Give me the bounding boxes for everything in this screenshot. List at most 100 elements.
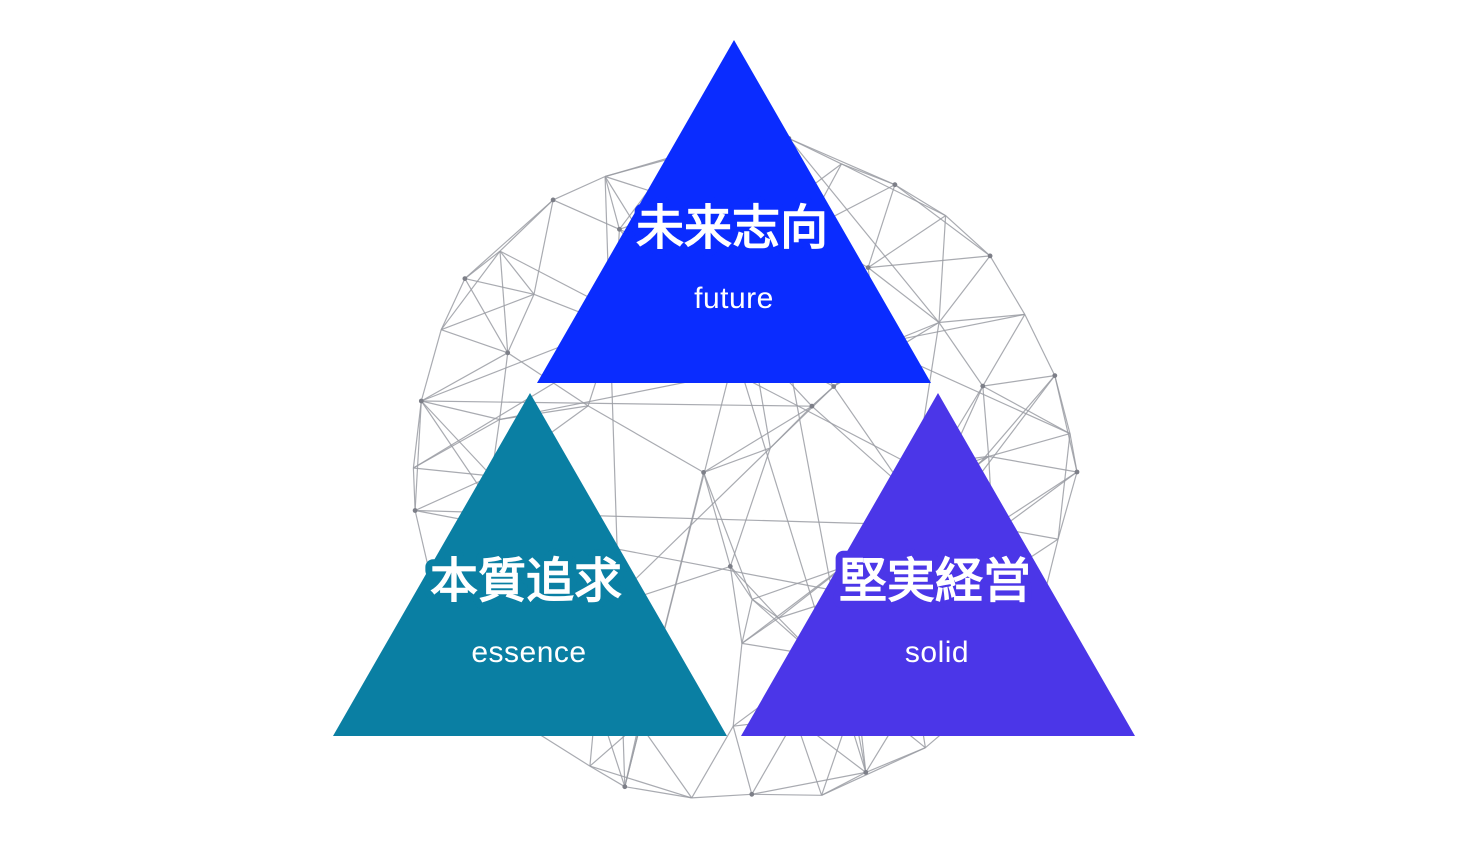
mesh-edge bbox=[982, 385, 1071, 435]
mesh-edge bbox=[894, 184, 991, 257]
mesh-node bbox=[809, 403, 815, 409]
pillar-essence: 本質追求 essence bbox=[333, 393, 727, 736]
mesh-node bbox=[418, 398, 424, 404]
mesh-edge bbox=[412, 400, 422, 469]
mesh-node bbox=[617, 226, 622, 232]
mesh-edge bbox=[867, 215, 946, 269]
mesh-node bbox=[980, 383, 986, 389]
mesh-edge bbox=[499, 199, 554, 252]
pillar-solid-jp-label: 堅実経営 bbox=[839, 553, 1031, 609]
mesh-edge bbox=[589, 765, 626, 788]
mesh-edge bbox=[703, 405, 813, 473]
mesh-node bbox=[505, 350, 511, 356]
mesh-edge bbox=[982, 314, 1026, 387]
mesh-edge bbox=[732, 726, 753, 795]
triangle-solid bbox=[741, 393, 1135, 736]
mesh-edge bbox=[464, 278, 509, 354]
mesh-edge bbox=[778, 566, 844, 619]
pillar-essence-jp-label: 本質追求 bbox=[430, 553, 622, 609]
mesh-edge bbox=[499, 251, 509, 353]
mesh-edge bbox=[988, 433, 1071, 457]
mesh-edge bbox=[751, 771, 866, 795]
mesh-edge bbox=[533, 199, 554, 295]
mesh-node bbox=[1074, 469, 1080, 475]
mesh-edge bbox=[703, 472, 753, 600]
mesh-edge bbox=[414, 400, 422, 511]
mesh-node bbox=[892, 182, 898, 188]
mesh-node bbox=[749, 791, 755, 797]
mesh-edge bbox=[1024, 314, 1056, 376]
mesh-edge bbox=[867, 184, 896, 268]
mesh-node bbox=[831, 384, 837, 389]
triangle-essence bbox=[333, 393, 727, 736]
mesh-edge bbox=[589, 765, 692, 799]
mesh-edge bbox=[729, 447, 771, 567]
mesh-edge bbox=[945, 215, 991, 257]
mesh-edge bbox=[989, 255, 1026, 315]
mesh-node bbox=[550, 197, 556, 203]
mesh-edge bbox=[741, 599, 753, 644]
mesh-edge bbox=[732, 643, 743, 727]
mesh-edge bbox=[841, 163, 896, 186]
mesh-edge bbox=[413, 467, 492, 477]
mesh-edge bbox=[841, 163, 946, 217]
mesh-edge bbox=[788, 137, 896, 186]
mesh-edge bbox=[440, 250, 501, 331]
mesh-edge bbox=[821, 771, 867, 796]
mesh-edge bbox=[587, 405, 704, 473]
mesh-node bbox=[1052, 373, 1058, 378]
mesh-edge bbox=[421, 400, 500, 421]
mesh-edge bbox=[988, 455, 1078, 473]
mesh-edge bbox=[751, 793, 822, 796]
mesh-node bbox=[987, 253, 993, 259]
mesh-node bbox=[863, 770, 869, 775]
mesh-node bbox=[412, 508, 418, 513]
mesh-edge bbox=[420, 400, 492, 477]
mesh-edge bbox=[769, 386, 835, 449]
mesh-edge bbox=[420, 329, 442, 402]
mesh-edge bbox=[499, 250, 535, 295]
mesh-node bbox=[727, 564, 733, 569]
mesh-edge bbox=[624, 786, 692, 799]
mesh-edge bbox=[604, 176, 620, 230]
triangle-future bbox=[537, 40, 931, 383]
mesh-edge bbox=[421, 400, 812, 407]
mesh-edge bbox=[440, 293, 535, 331]
mesh-edge bbox=[868, 255, 991, 269]
mesh-node bbox=[865, 265, 871, 270]
mesh-edge bbox=[982, 375, 1055, 387]
mesh-edge bbox=[464, 199, 554, 280]
mesh-edge bbox=[703, 447, 771, 473]
mesh-edge bbox=[1054, 375, 1071, 434]
mesh-edge bbox=[499, 352, 509, 420]
mesh-edge bbox=[691, 793, 752, 799]
pillar-solid-en-label: solid bbox=[905, 636, 969, 669]
mesh-node bbox=[701, 470, 706, 475]
mesh-node bbox=[462, 276, 468, 281]
mesh-edge bbox=[867, 267, 940, 323]
pillar-future: 未来志向 future bbox=[537, 40, 931, 383]
pillar-solid: 堅実経営 solid bbox=[741, 393, 1135, 736]
mesh-edge bbox=[703, 472, 731, 567]
mesh-edge bbox=[552, 199, 620, 230]
mesh-edge bbox=[507, 294, 535, 354]
mesh-edge bbox=[441, 329, 508, 354]
mesh-edge bbox=[821, 747, 926, 796]
mesh-edge bbox=[421, 352, 508, 402]
mesh-edge bbox=[729, 565, 779, 619]
mesh-edge bbox=[982, 386, 990, 457]
mesh-edge bbox=[499, 405, 589, 421]
mesh-edge bbox=[1057, 433, 1071, 540]
mesh-edge bbox=[412, 467, 416, 511]
pillar-future-jp-label: 未来志向 bbox=[636, 200, 828, 256]
mesh-edge bbox=[414, 475, 492, 512]
pillar-future-en-label: future bbox=[694, 282, 774, 315]
mesh-edge bbox=[894, 184, 946, 217]
mesh-edge bbox=[691, 725, 734, 799]
mesh-edge bbox=[938, 215, 947, 323]
pillar-essence-en-label: essence bbox=[471, 636, 586, 669]
mesh-edge bbox=[729, 566, 743, 644]
mesh-edge bbox=[752, 566, 844, 600]
mesh-edge bbox=[440, 278, 466, 330]
